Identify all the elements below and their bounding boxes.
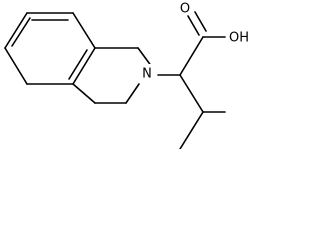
bond-c1-n — [137, 47, 153, 68]
nitrogen-label: N — [142, 67, 152, 82]
o-label-mask — [176, 0, 190, 14]
bond-benzene-double-left — [11, 17, 31, 47]
bond-calpha-cbeta — [179, 74, 204, 113]
bond-n-c3 — [125, 83, 140, 104]
n-label-mask — [138, 64, 156, 82]
piperidine-ring — [72, 47, 153, 104]
side-chain — [157, 11, 226, 149]
bond-calpha-ccarboxyl — [179, 36, 204, 76]
bond-benzene-double-right — [68, 49, 88, 80]
bond-benzene-2 — [72, 12, 96, 49]
bond-cbeta-methyl-1 — [179, 111, 204, 149]
bond-benzene-6 — [4, 12, 28, 49]
bond-c4-c4a — [72, 83, 96, 104]
bond-benzene-5 — [4, 47, 28, 85]
bond-c-o-double-1 — [187, 15, 200, 36]
molecule-structure-diagram: N O OH — [4, 0, 252, 149]
benzene-ring — [4, 12, 96, 85]
hydroxyl-label: OH — [229, 31, 249, 46]
bond-c-o-double-2 — [194, 11, 207, 32]
carbonyl-oxygen-label: O — [180, 2, 190, 17]
oh-label-mask — [226, 28, 252, 46]
bond-benzene-3 — [72, 47, 96, 85]
